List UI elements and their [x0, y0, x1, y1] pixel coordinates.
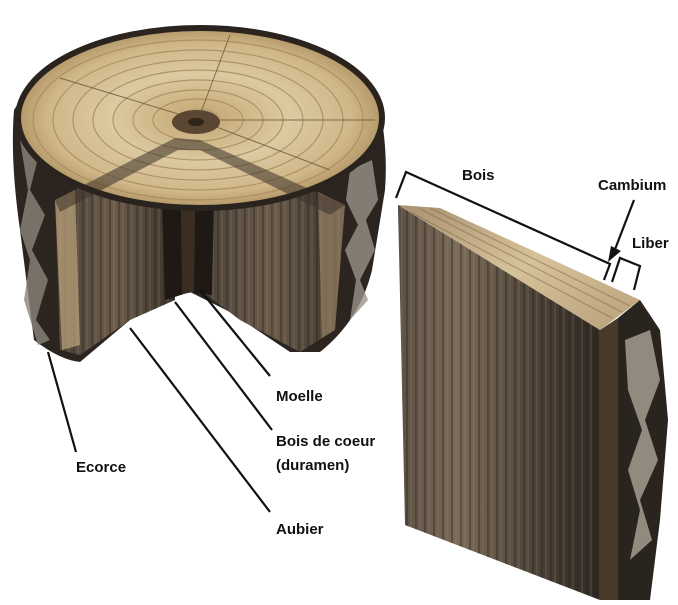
label-bois: Bois — [462, 167, 495, 184]
label-duramen: (duramen) — [276, 457, 349, 474]
label-aubier: Aubier — [276, 521, 324, 538]
label-cambium: Cambium — [598, 177, 666, 194]
leader-ecorce — [48, 352, 76, 452]
block-cambium-strip — [600, 318, 618, 600]
wood-block — [398, 205, 668, 600]
label-bois-de-coeur: Bois de coeur — [276, 433, 375, 450]
label-moelle: Moelle — [276, 388, 323, 405]
label-liber: Liber — [632, 235, 669, 252]
log-cross-section — [13, 28, 386, 362]
bracket-liber — [612, 258, 640, 290]
log-pith-center — [188, 118, 204, 126]
leader-aubier — [130, 328, 270, 512]
label-ecorce: Ecorce — [76, 459, 126, 476]
leader-cambium — [614, 200, 634, 252]
